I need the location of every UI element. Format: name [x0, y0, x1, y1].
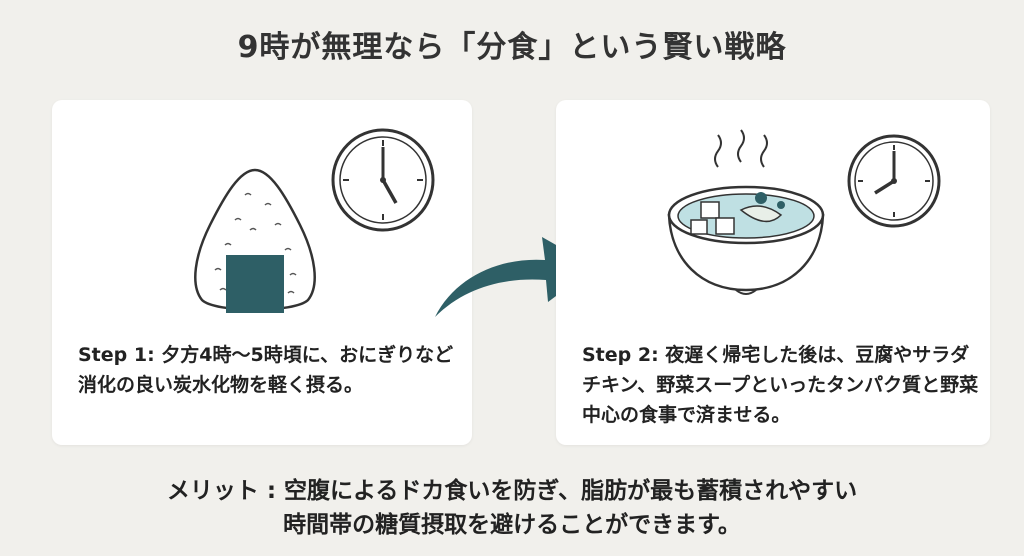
- soup-bowl-icon: [667, 185, 825, 295]
- step2-text: Step 2: 夜遅く帰宅した後は、豆腐やサラダチキン、野菜スープといったタンパ…: [582, 344, 979, 426]
- merit-line-1: メリット : 空腹によるドカ食いを防ぎ、脂肪が最も蓄積されやすい: [166, 478, 858, 504]
- arrow-icon: [435, 237, 595, 317]
- merit-line-2: 時間帯の糖質摂取を避けることができます。: [283, 512, 741, 538]
- step1-text: Step 1: 夕方4時〜5時頃に、おにぎりなど消化の良い炭水化物を軽く摂る。: [78, 344, 454, 396]
- merit-text: メリット : 空腹によるドカ食いを防ぎ、脂肪が最も蓄積されやすい 時間帯の糖質摂…: [0, 474, 1024, 542]
- clock-icon-8oclock: [847, 134, 941, 228]
- step2-card: Step 2: 夜遅く帰宅した後は、豆腐やサラダチキン、野菜スープといったタンパ…: [556, 100, 990, 445]
- onigiri-icon: [194, 168, 316, 313]
- step1-card: Step 1: 夕方4時〜5時頃に、おにぎりなど消化の良い炭水化物を軽く摂る。: [52, 100, 472, 445]
- clock-icon-4oclock: [331, 128, 435, 232]
- page-title: 9時が無理なら「分食」という賢い戦略: [237, 30, 787, 65]
- steam-icon: [714, 129, 768, 168]
